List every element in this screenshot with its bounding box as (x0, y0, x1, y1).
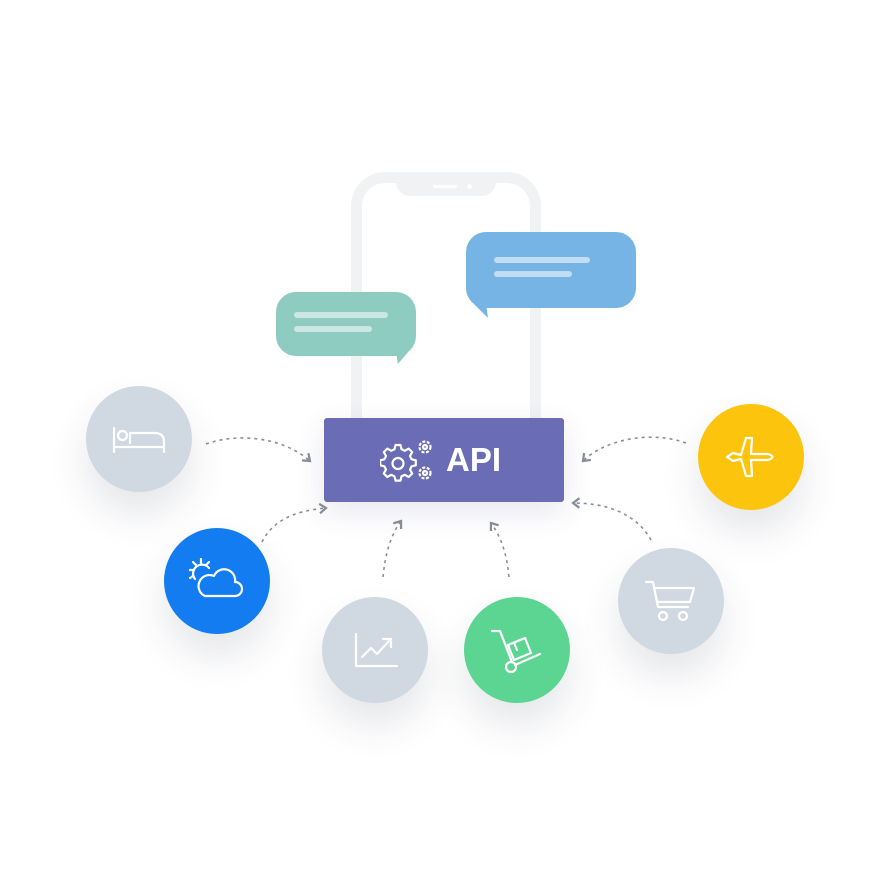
connector-delivery (489, 521, 510, 578)
delivery-node (464, 597, 570, 703)
chat-bubble-left (276, 292, 416, 356)
hotel-node (86, 386, 192, 492)
hand-truck-icon (490, 629, 542, 674)
phone-camera (467, 184, 472, 189)
bed-icon (112, 426, 166, 454)
connector-flights (581, 436, 687, 463)
airplane-icon (725, 436, 774, 478)
phone-notch (396, 172, 496, 196)
weather-node (164, 528, 270, 634)
chat-bubble-right (466, 232, 636, 308)
sun-cloud-icon (188, 557, 244, 598)
connector-weather (261, 502, 328, 543)
shopping-node (618, 548, 724, 654)
phone-speaker (433, 185, 457, 188)
analytics-node (322, 597, 428, 703)
api-label: API (446, 441, 502, 478)
connector-analytics (382, 519, 403, 578)
cart-icon (644, 580, 696, 622)
trend-chart-icon (354, 632, 399, 668)
flights-node (698, 404, 804, 510)
api-box: API (324, 418, 564, 502)
connector-shopping (571, 497, 652, 541)
connector-hotel (205, 437, 312, 463)
gears-icon (380, 440, 432, 482)
